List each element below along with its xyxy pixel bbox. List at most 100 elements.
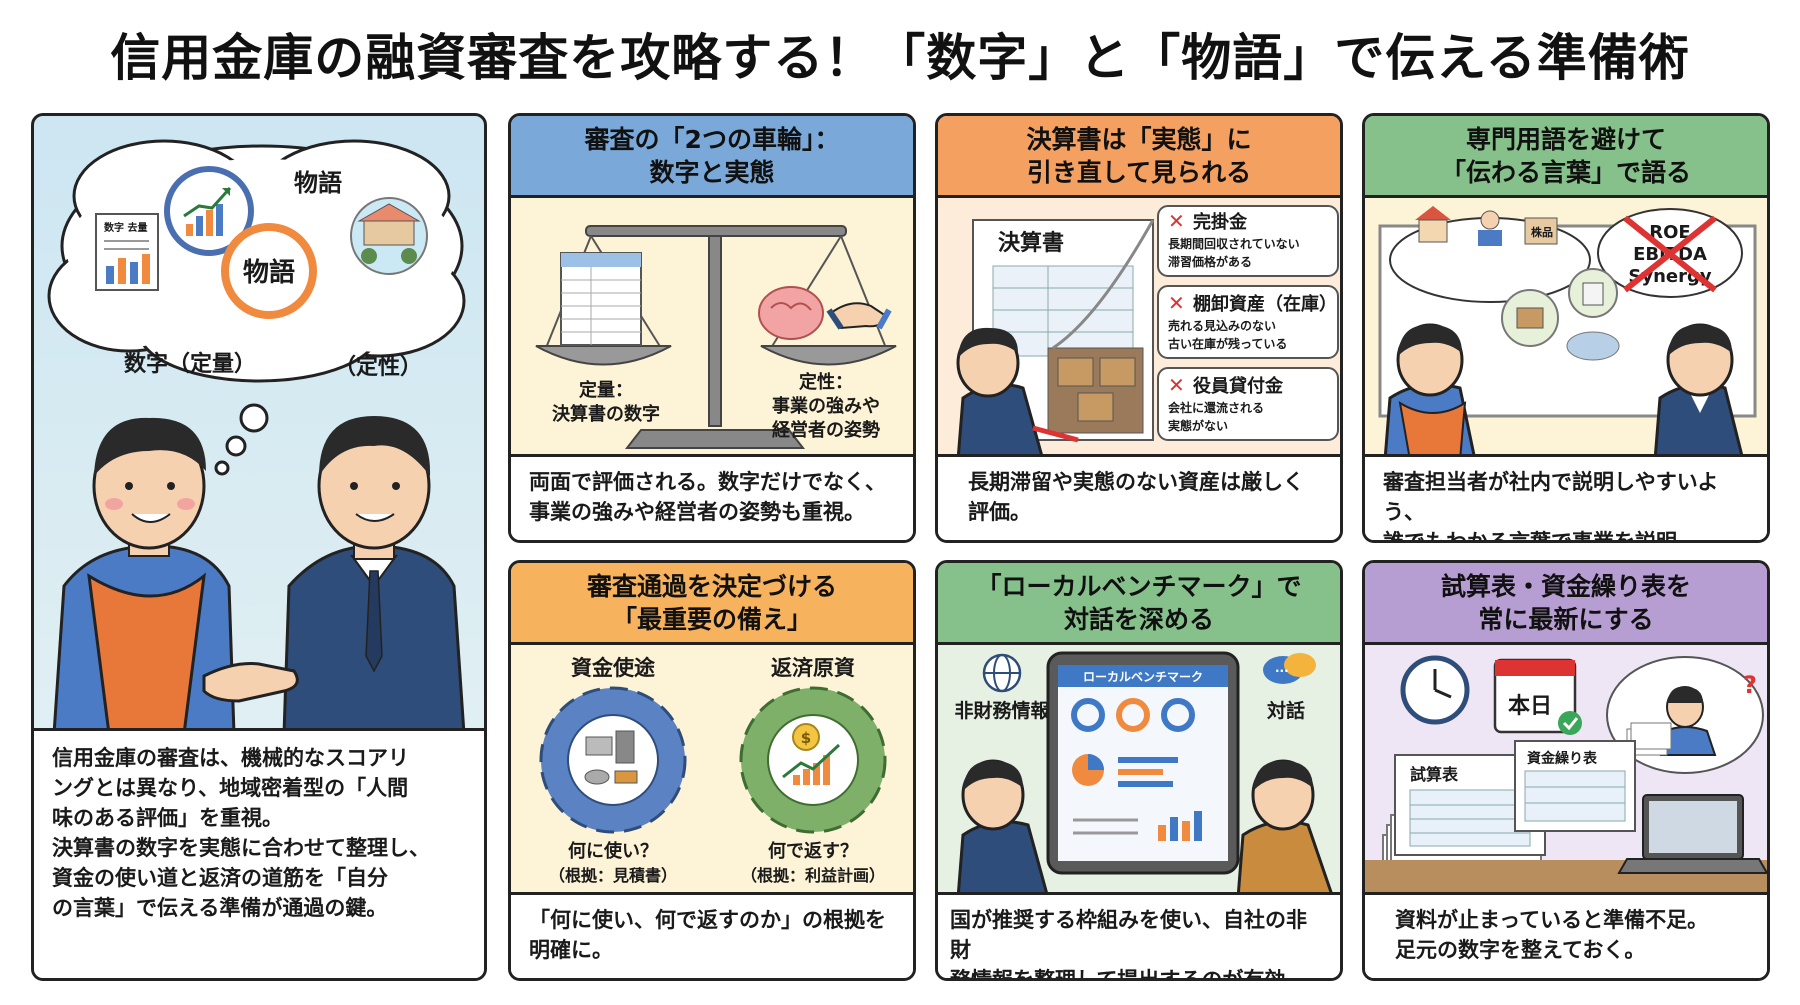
benchmark-illustration: 非財務情報 ··· 対話 ローカルベンチマーク <box>938 645 1340 898</box>
brain-icon <box>758 286 824 340</box>
town-circle-icon <box>350 197 428 275</box>
balance-scale-illustration: 定量： 決算書の数字 定性： 事業の強みや 経営者の姿勢 <box>511 198 913 460</box>
x-icon: ✕ <box>1168 291 1185 315</box>
use-of-funds-title: 資金使途 <box>571 656 656 680</box>
handshake-icon <box>826 302 892 330</box>
panel-key-preparation: 審査通過を決定づける 「最重要の備え」 資金使途 返済原資 $ 何に使い？ <box>508 560 916 981</box>
shopkeeper-figure <box>1383 323 1477 460</box>
svg-text:会社に還流される: 会社に還流される <box>1168 400 1264 415</box>
panel-heading: 試算表・資金繰り表を 常に最新にする <box>1365 563 1767 645</box>
document-icon: 数字 去量 <box>95 213 159 291</box>
repayment-source-title: 返済原資 <box>771 656 855 680</box>
story-circle-icon: 物語 <box>221 223 317 319</box>
screen-title: ローカルベンチマーク <box>1083 670 1203 684</box>
banker-figure <box>282 416 466 734</box>
panel-description: 長期滞留や実態のない資産は厳しく 評価。 <box>938 454 1340 540</box>
item-card-3: ✕ 役員貸付金 会社に還流される 実態がない <box>1157 367 1339 441</box>
svg-text:長期間回収されていない: 長期間回収されていない <box>1168 236 1300 251</box>
panel-financial-statement: 決算書は「実態」に 引き直して見られる 決算書 ✕ 完掛金 <box>935 113 1343 543</box>
cash-flow-document: 資金繰り表 <box>1514 740 1636 832</box>
gear-icon: $ <box>739 686 887 834</box>
thought-bubble-dot <box>225 435 247 457</box>
panel-latest-reports: 試算表・資金繰り表を 常に最新にする 本日 ? <box>1362 560 1770 981</box>
quantitative-sublabel: 決算書の数字 <box>552 403 660 425</box>
clock-icon <box>1400 655 1470 725</box>
non-financial-label: 非財務情報 <box>954 699 1050 722</box>
calendar-icon: 本日 <box>1493 658 1582 735</box>
trial-balance-label: 試算表 <box>1410 765 1459 784</box>
speech-bubble-jargon: ROE EBITDA Synergy <box>1597 208 1743 298</box>
quantitative-label: 定量： <box>579 379 633 401</box>
panel-description: 両面で評価される。数字だけでなく、 事業の強みや経営者の姿勢も重視。 <box>511 454 913 540</box>
numbers-label: 数字（定量） <box>124 351 256 377</box>
plain-language-illustration: 株品 ROE EBITDA Synergy <box>1365 198 1767 460</box>
svg-text:売れる見込みのない: 売れる見込みのない <box>1168 318 1276 333</box>
doc-label: 数字 去量 <box>104 221 147 234</box>
dollar-icon: $ <box>801 729 811 747</box>
intro-illustration: 数字 去量 物語 物語 <box>47 139 466 734</box>
item-card-1: ✕ 完掛金 長期間回収されていない 滞習価格がある <box>1157 205 1339 277</box>
svg-text:（根拠：利益計画）: （根拠：利益計画） <box>741 866 885 885</box>
shopkeeper-figure <box>52 417 236 734</box>
panel-plain-language: 専門用語を避けて 「伝わる言葉」で語る 株品 ROE EBITDA Synerg… <box>1362 113 1770 543</box>
chat-icon: ··· <box>1263 653 1316 684</box>
spreadsheet-icon <box>560 252 642 346</box>
calendar-label: 本日 <box>1508 694 1552 719</box>
panel-description: 資料が止まっていると準備不足。 足元の数字を整えておく。 <box>1365 892 1767 978</box>
panel-local-benchmark: 「ローカルベンチマーク」で 対話を深める 非財務情報 ··· 対話 ローカルベン… <box>935 560 1343 981</box>
panel-description: 「何に使い、何で返すのか」の根拠を 明確に。 <box>511 892 913 978</box>
qualitative-sublabel: 事業の強みや <box>772 395 880 417</box>
svg-text:ROE: ROE <box>1649 222 1690 243</box>
svg-text:滞習価格がある: 滞習価格がある <box>1168 254 1252 269</box>
thought-bubble-dot <box>239 403 269 433</box>
question-icon: ? <box>1743 671 1757 699</box>
panel-heading: 「ローカルベンチマーク」で 対話を深める <box>938 563 1340 645</box>
panel-description: 国が推奨する枠組みを使い、自社の非財 務情報を整理して提出するのが有効。 <box>938 892 1340 978</box>
qualitative-label: 定性： <box>799 371 853 393</box>
banker-figure <box>956 759 1050 898</box>
box-label: 株品 <box>1531 225 1553 239</box>
cloud-story-label: 物語 <box>294 169 342 197</box>
svg-text:棚卸資産（在庫）: 棚卸資産（在庫） <box>1193 293 1337 315</box>
owner-figure <box>1236 759 1335 898</box>
svg-text:何で返す？: 何で返す？ <box>768 840 858 862</box>
icon-bubbles <box>1501 268 1620 361</box>
panel-heading: 決算書は「実態」に 引き直して見られる <box>938 116 1340 198</box>
speech-bubble-simple: 株品 <box>1389 206 1591 303</box>
item-card-2: ✕ 棚卸資産（在庫） 売れる見込みのない 古い在庫が残っている <box>1157 285 1339 359</box>
tablet-device: ローカルベンチマーク <box>1046 651 1240 875</box>
qualitative-sublabel: 経営者の姿勢 <box>772 419 880 441</box>
panel-heading: 審査の「2つの車輪」： 数字と実態 <box>511 116 913 198</box>
gears-illustration: 資金使途 返済原資 $ 何に使い？ （根拠：見積書） 何で返す？ （根拠：利益計… <box>511 645 913 898</box>
panel-heading: 審査通過を決定づける 「最重要の備え」 <box>511 563 913 645</box>
panel-description: 審査担当者が社内で説明しやすいよう、 誰でもわかる言葉で事業を説明。 <box>1365 454 1767 540</box>
svg-text:何に使い？: 何に使い？ <box>568 840 658 862</box>
statement-title: 決算書 <box>998 230 1064 256</box>
qualitative-label: （定性） <box>334 354 422 380</box>
globe-icon <box>982 653 1022 693</box>
svg-text:実態がない: 実態がない <box>1168 418 1228 433</box>
x-icon: ✕ <box>1168 209 1185 233</box>
x-icon: ✕ <box>1168 373 1185 397</box>
financial-statement-illustration: 決算書 ✕ 完掛金 長期間回収されていない 滞習価格がある <box>938 198 1340 460</box>
svg-text:（根拠：見積書）: （根拠：見積書） <box>549 866 677 885</box>
svg-text:古い在庫が残っている: 古い在庫が残っている <box>1168 336 1287 351</box>
svg-text:···: ··· <box>1275 664 1289 678</box>
worried-person-bubble: ? <box>1606 656 1764 774</box>
panel-heading: 専門用語を避けて 「伝わる言葉」で語る <box>1365 116 1767 198</box>
page-title: 信用金庫の融資審査を攻略する！「数字」と「物語」で伝える準備術 <box>110 29 1690 87</box>
handshake-icon <box>202 662 299 703</box>
intro-panel: 数字 去量 物語 物語 <box>31 113 487 981</box>
dialogue-label: 対話 <box>1266 699 1305 722</box>
reports-illustration: 本日 ? 試算表 資金繰り表 <box>1365 645 1767 898</box>
svg-text:役員貸付金: 役員貸付金 <box>1193 375 1284 397</box>
chart-circle-icon <box>164 166 254 256</box>
cash-flow-label: 資金繰り表 <box>1527 750 1598 767</box>
gear-icon <box>539 686 687 834</box>
circle-story-label: 物語 <box>243 257 295 288</box>
banker-figure <box>1653 323 1745 460</box>
panel-two-wheels: 審査の「2つの車輪」： 数字と実態 定量 <box>508 113 916 543</box>
laptop-icon <box>1617 794 1767 874</box>
svg-text:完掛金: 完掛金 <box>1193 211 1248 233</box>
analyst-figure <box>956 327 1079 460</box>
